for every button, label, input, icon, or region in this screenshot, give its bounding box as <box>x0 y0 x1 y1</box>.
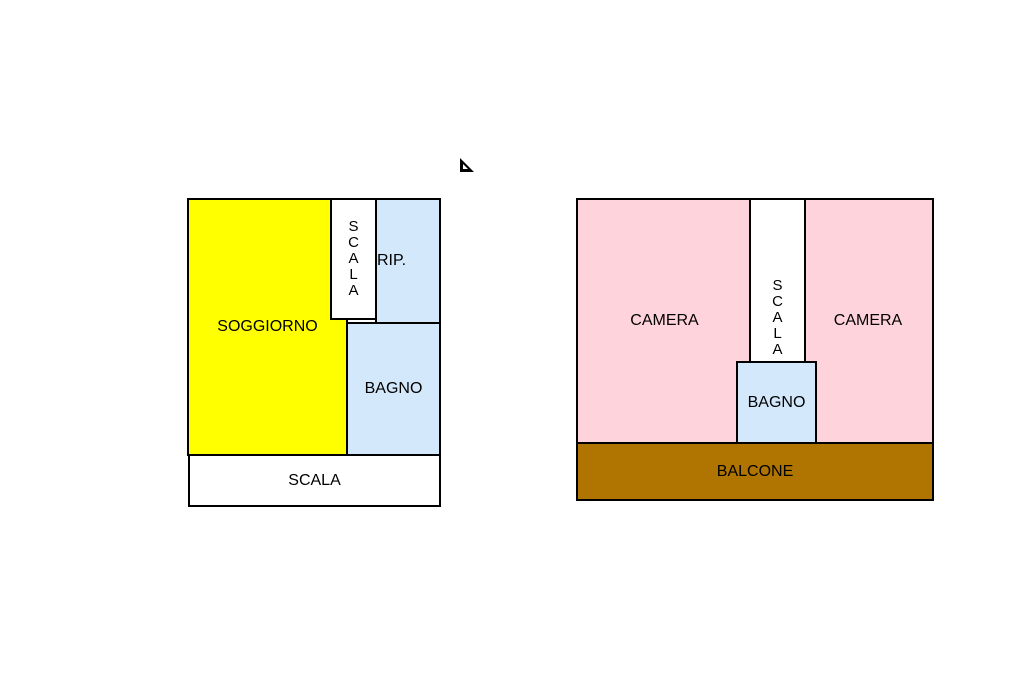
vertical-letter: A <box>348 282 359 299</box>
room-balcone: BALCONE <box>576 442 934 501</box>
room-camera-left-label: CAMERA <box>630 312 699 329</box>
room-bagno-right: BAGNO <box>736 361 817 444</box>
vertical-letter: S <box>772 277 783 294</box>
room-balcone-label: BALCONE <box>716 462 794 480</box>
set-square-cursor-icon <box>460 158 474 172</box>
vertical-letter: C <box>772 293 783 310</box>
room-bagno-left-label: BAGNO <box>364 380 423 397</box>
vertical-letter: A <box>772 341 783 358</box>
room-camera-right: CAMERA <box>802 198 934 444</box>
vertical-letter: C <box>348 234 359 251</box>
room-ripostiglio-label: RIP. <box>377 252 407 269</box>
room-soggiorno-label: SOGGIORNO <box>217 318 318 335</box>
room-soggiorno: SOGGIORNO <box>187 198 348 456</box>
vertical-letter: A <box>772 309 783 326</box>
vertical-letter: L <box>349 266 358 283</box>
room-bagno-right-label: BAGNO <box>747 393 806 411</box>
room-ripostiglio: RIP. <box>375 198 441 324</box>
vertical-letter: L <box>773 325 782 342</box>
vertical-letter: S <box>348 218 359 235</box>
room-camera-left: CAMERA <box>576 198 753 444</box>
room-bagno-left: BAGNO <box>346 322 441 456</box>
room-scala-bottom: SCALA <box>188 454 441 507</box>
room-camera-right-label: CAMERA <box>833 312 903 329</box>
room-scala-bottom-label: SCALA <box>288 471 341 489</box>
vertical-letter: A <box>348 250 359 267</box>
